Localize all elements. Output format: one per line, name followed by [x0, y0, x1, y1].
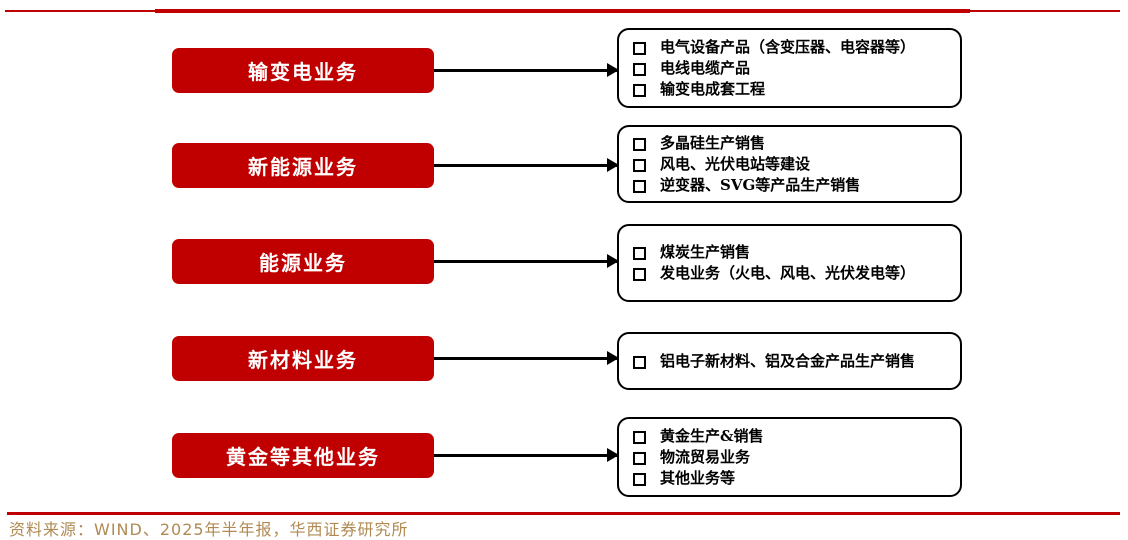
arrow [434, 158, 619, 172]
item-text: 铝电子新材料、铝及合金产品生产销售 [660, 351, 916, 370]
checkbox-square-icon [633, 430, 646, 444]
source-note: 资料来源：WIND、2025年半年报，华西证券研究所 [9, 520, 409, 539]
list-item: 铝电子新材料、铝及合金产品生产销售 [633, 351, 952, 372]
item-text: 多晶硅生产销售 [660, 133, 766, 152]
detail-box: 多晶硅生产销售风电、光伏电站等建设逆变器、SVG等产品生产销售 [617, 125, 962, 203]
business-box: 新材料业务 [172, 336, 434, 381]
detail-box: 煤炭生产销售发电业务（火电、风电、光伏发电等） [617, 224, 962, 302]
detail-box: 电气设备产品（含变压器、电容器等） 电线电缆产品输变电成套工程 [617, 28, 962, 108]
list-item: 电线电缆产品 [633, 58, 952, 79]
item-text: 煤炭生产销售 [660, 243, 751, 261]
arrow [434, 254, 619, 268]
top-rule-thick [155, 9, 970, 13]
checkbox-square-icon [633, 158, 646, 172]
item-text: 电气设备产品（含变压器、电容器等） [660, 37, 916, 56]
arrow [434, 448, 619, 462]
item-text: 电线电缆产品 [660, 58, 751, 77]
checkbox-square-icon [633, 179, 646, 193]
business-box: 能源业务 [172, 239, 434, 284]
checkbox-square-icon [633, 62, 646, 76]
list-item: 多晶硅生产销售 [633, 133, 952, 154]
list-item: 风电、光伏电站等建设 [633, 154, 952, 175]
item-text: 逆变器、SVG等产品生产销售 [660, 175, 861, 194]
detail-box: 黄金生产&销售物流贸易业务其他业务等 [617, 417, 962, 497]
item-text: 其他业务等 [660, 468, 736, 487]
arrow [434, 351, 619, 365]
checkbox-square-icon [633, 451, 646, 465]
item-text: 黄金生产&销售 [660, 426, 764, 445]
checkbox-square-icon [633, 83, 646, 97]
detail-box: 铝电子新材料、铝及合金产品生产销售 [617, 332, 962, 390]
list-item: 逆变器、SVG等产品生产销售 [633, 175, 952, 196]
list-item: 其他业务等 [633, 468, 952, 489]
list-item: 煤炭生产销售 [633, 242, 952, 263]
item-text: 输变电成套工程 [660, 79, 766, 98]
item-text: 发电业务（火电、风电、光伏发电等） [660, 264, 916, 282]
checkbox-square-icon [633, 137, 646, 151]
checkbox-square-icon [633, 355, 646, 369]
item-text: 风电、光伏电站等建设 [660, 154, 811, 173]
arrow [434, 63, 619, 77]
bottom-rule [7, 512, 1120, 515]
checkbox-square-icon [633, 247, 646, 260]
item-text: 物流贸易业务 [660, 447, 751, 466]
business-box: 输变电业务 [172, 48, 434, 93]
checkbox-square-icon [633, 41, 646, 55]
business-box: 新能源业务 [172, 143, 434, 188]
list-item: 发电业务（火电、风电、光伏发电等） [633, 263, 952, 284]
list-item: 输变电成套工程 [633, 79, 952, 100]
checkbox-square-icon [633, 472, 646, 486]
list-item: 电气设备产品（含变压器、电容器等） [633, 37, 952, 58]
business-box: 黄金等其他业务 [172, 433, 434, 478]
checkbox-square-icon [633, 268, 646, 281]
list-item: 黄金生产&销售 [633, 426, 952, 447]
list-item: 物流贸易业务 [633, 447, 952, 468]
